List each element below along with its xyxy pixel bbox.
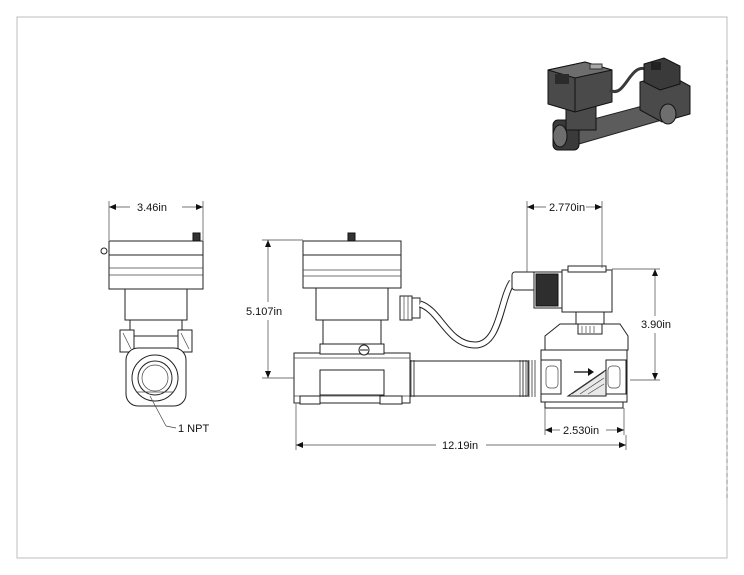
front-view [293, 232, 629, 409]
valve-height-label: 3.90in [641, 319, 671, 331]
overall-length-label: 12.19in [442, 440, 478, 452]
isometric-render [547, 57, 691, 151]
sheet-border [16, 16, 728, 559]
height-dimension-label: 5.107in [246, 306, 282, 318]
end-view [100, 232, 204, 429]
width-dimension-label: 3.46in [137, 202, 167, 214]
pipe-threads-right [519, 360, 536, 397]
dimension-lines [108, 201, 660, 450]
valve-top-width-label: 2.770in [549, 202, 585, 214]
fitting-label: 1 NPT [178, 423, 209, 435]
flow-arrow-icon [574, 368, 594, 376]
valve-bottom-width-label: 2.530in [563, 425, 599, 437]
